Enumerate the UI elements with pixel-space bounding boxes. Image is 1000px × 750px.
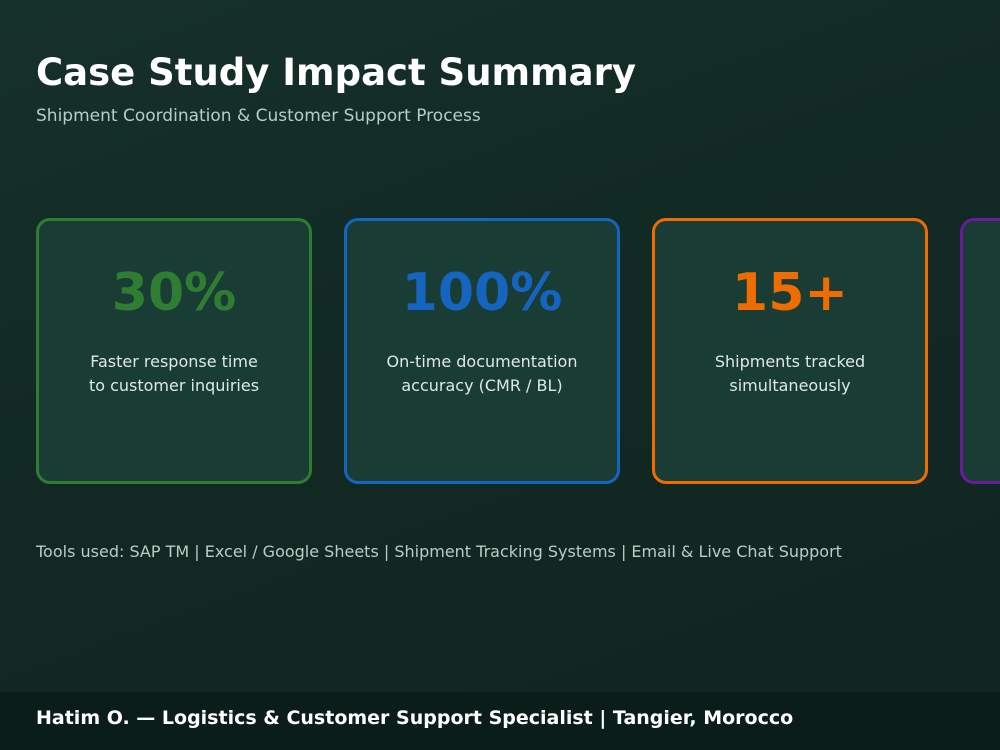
card-label-line: accuracy (CMR / BL) (401, 376, 563, 395)
card-value: 100% (401, 263, 563, 323)
footer-text: Hatim O. — Logistics & Customer Support … (36, 707, 794, 729)
card-value: 15+ (732, 263, 848, 323)
card-label: On-time documentation accuracy (CMR / BL… (357, 350, 607, 398)
card-label-line: simultaneously (729, 376, 851, 395)
impact-card: 100% On-time documentation accuracy (CMR… (344, 218, 620, 484)
tools-used: Tools used: SAP TM | Excel / Google Shee… (36, 542, 842, 561)
impact-card-partial (960, 218, 1000, 484)
impact-card: 15+ Shipments tracked simultaneously (652, 218, 928, 484)
page-title: Case Study Impact Summary (36, 51, 636, 94)
card-label: Shipments tracked simultaneously (665, 350, 915, 398)
card-label: Faster response time to customer inquiri… (49, 350, 299, 398)
card-label-line: On-time documentation (386, 352, 578, 371)
card-label-line: Faster response time (90, 352, 258, 371)
card-label-line: to customer inquiries (88, 376, 260, 395)
card-value: 30% (111, 263, 237, 323)
impact-card: 30% Faster response time to customer inq… (36, 218, 312, 484)
footer-bar: Hatim O. — Logistics & Customer Support … (0, 692, 1000, 750)
card-label-line: Shipments tracked (714, 352, 866, 371)
page-subtitle: Shipment Coordination & Customer Support… (36, 106, 481, 126)
